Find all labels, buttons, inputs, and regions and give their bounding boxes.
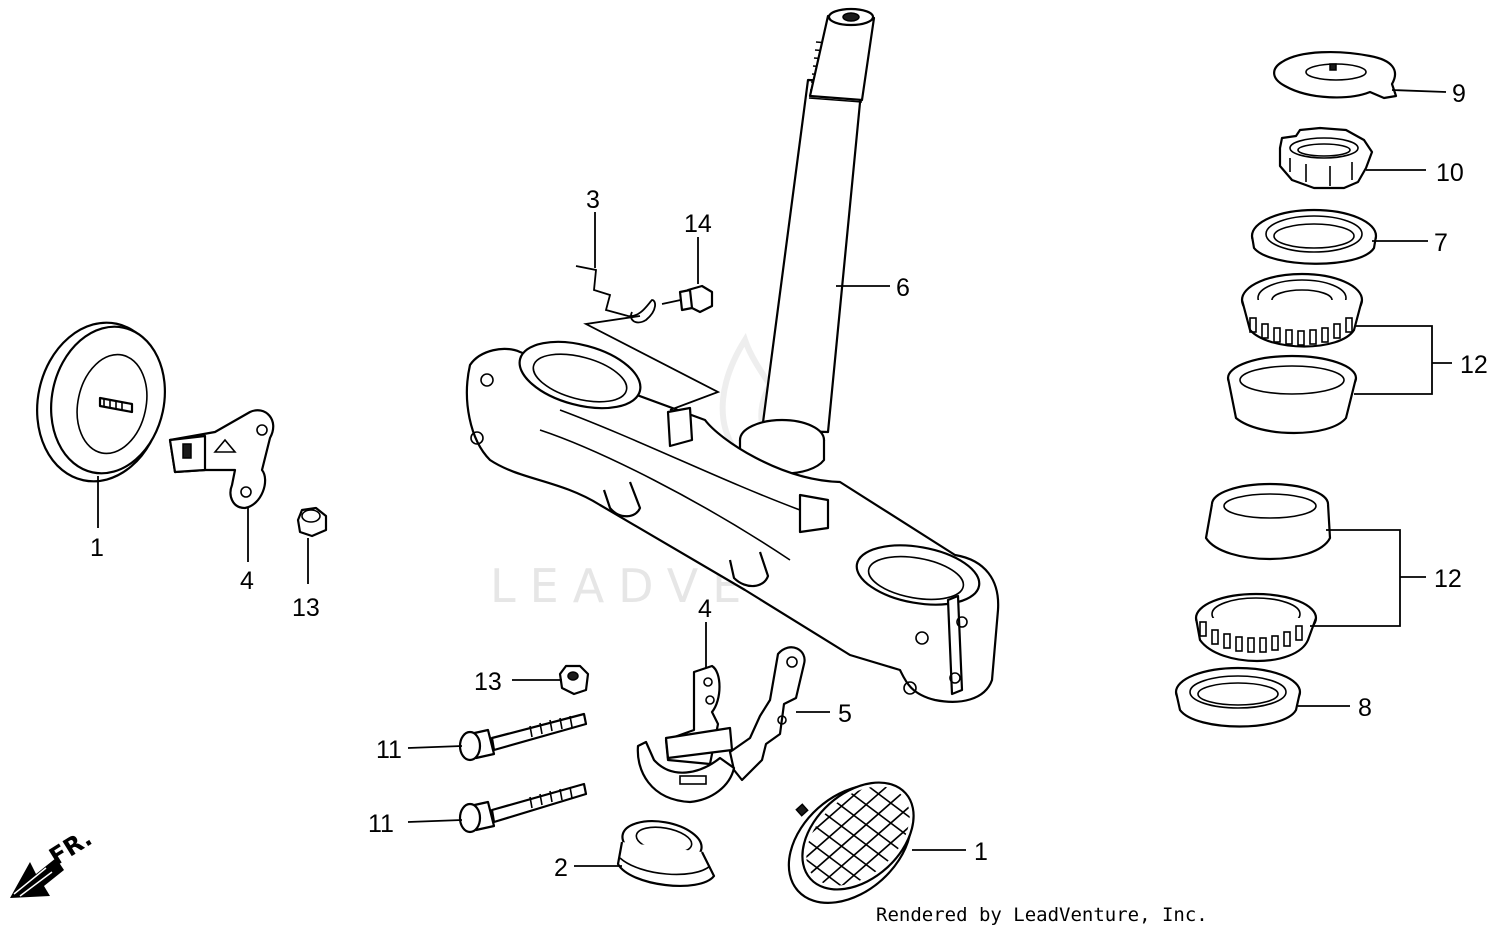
- leader-lines: [97, 89, 1452, 867]
- callout-label: 11: [376, 736, 402, 764]
- part-cap-lower: [787, 766, 929, 906]
- part-lock-washer: [1273, 50, 1398, 100]
- callout-label: 12: [1460, 351, 1488, 379]
- part-bracket-upper: [168, 409, 275, 510]
- part-steering-stem: [465, 7, 1000, 703]
- callout-label: 5: [838, 700, 852, 728]
- part-bolt-upper: [458, 712, 588, 762]
- callout-label: 7: [1434, 229, 1448, 257]
- callout-label: 4: [698, 595, 712, 623]
- callout-label: 14: [684, 210, 712, 238]
- front-arrow-icon: [10, 858, 64, 898]
- callout-label: 3: [586, 186, 600, 214]
- part-dust-seal-lower: [1174, 666, 1302, 728]
- callout-label: 9: [1452, 80, 1466, 108]
- callout-label: 1: [90, 534, 104, 562]
- callout-label: 6: [896, 274, 910, 302]
- callout-label: 2: [554, 854, 568, 882]
- part-small-bolt: [661, 284, 714, 314]
- callout-label: 4: [240, 567, 254, 595]
- callout-label: 13: [292, 594, 320, 622]
- callout-label: 8: [1358, 694, 1372, 722]
- callout-label: 13: [474, 668, 502, 696]
- callout-label: 12: [1434, 565, 1462, 593]
- callout-label: 1: [974, 838, 988, 866]
- callout-label: 10: [1436, 159, 1464, 187]
- part-bracket-lower: [664, 664, 734, 766]
- callout-labels: 1 4 13 3 14 6 9 10 7 12 12 4 13 11 11 5 …: [90, 80, 1488, 882]
- part-wire-clip: [575, 265, 656, 324]
- part-grommet: [616, 820, 716, 887]
- part-stem-nut: [1278, 126, 1374, 190]
- render-credit: Rendered by LeadVenture, Inc.: [876, 904, 1208, 926]
- part-dust-seal-upper: [1250, 208, 1378, 265]
- front-direction-indicator: FR.: [10, 824, 97, 898]
- part-headlight-stay: [636, 646, 806, 804]
- part-bearing-upper: [1226, 272, 1364, 435]
- part-bearing-lower: [1194, 482, 1332, 663]
- part-nut-lower: [558, 664, 590, 696]
- callout-label: 11: [368, 810, 394, 838]
- part-cap-left: [36, 321, 166, 483]
- part-nut-upper: [296, 506, 328, 538]
- part-bolt-lower: [458, 782, 588, 834]
